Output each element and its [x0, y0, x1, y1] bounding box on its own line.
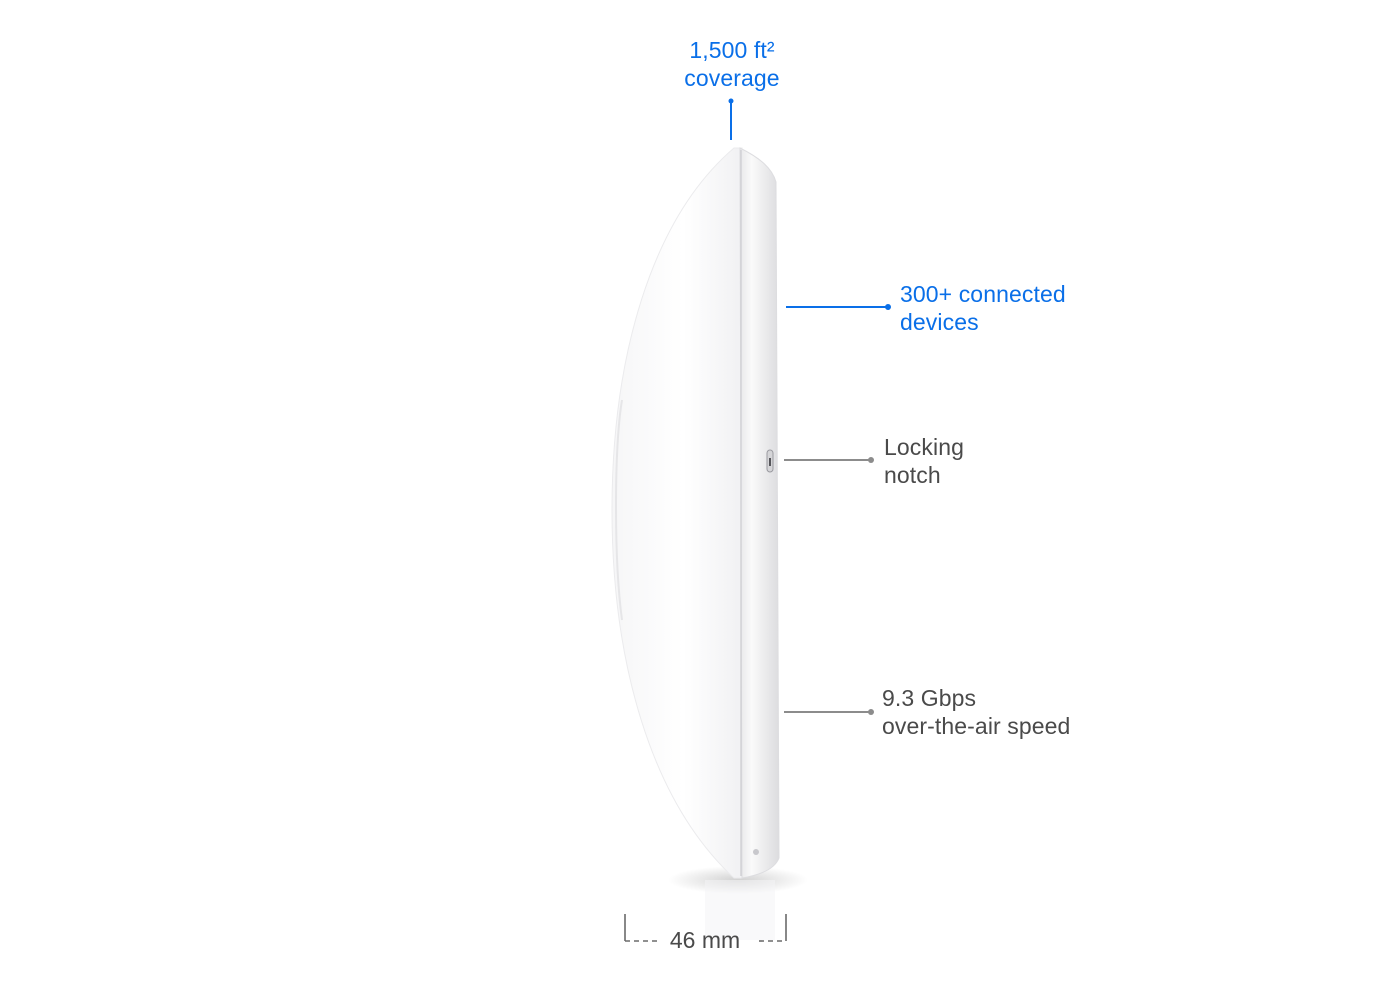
speed-label: over-the-air speed: [882, 713, 1071, 739]
devices-label: devices: [900, 309, 979, 335]
device-reflection: [705, 880, 775, 940]
depth-dimension-bracket: [624, 914, 787, 942]
devices-callout: 300+ connected devices: [900, 280, 1066, 336]
bottom-port: [753, 849, 759, 855]
depth-dimension-label: 46 mm: [669, 927, 741, 953]
devices-leader-dot: [885, 304, 891, 310]
device-base-rim: [739, 147, 780, 879]
speed-leader-dot: [868, 709, 874, 715]
locking-notch-callout: Locking notch: [884, 433, 964, 489]
speed-value: 9.3 Gbps: [882, 685, 977, 711]
notch-leader-dot: [868, 457, 874, 463]
coverage-leader-dot: [728, 98, 734, 104]
coverage-label: coverage: [684, 65, 780, 91]
notch-label-line1: Locking: [884, 434, 964, 460]
notch-label-line2: notch: [884, 462, 941, 488]
speed-callout: 9.3 Gbps over-the-air speed: [882, 684, 1070, 740]
coverage-value: 1,500 ft²: [689, 37, 775, 63]
devices-value: 300+ connected: [900, 281, 1066, 307]
dome-seam-highlight: [615, 399, 623, 621]
device-dome: [611, 147, 743, 879]
coverage-callout: 1,500 ft² coverage: [684, 36, 780, 92]
